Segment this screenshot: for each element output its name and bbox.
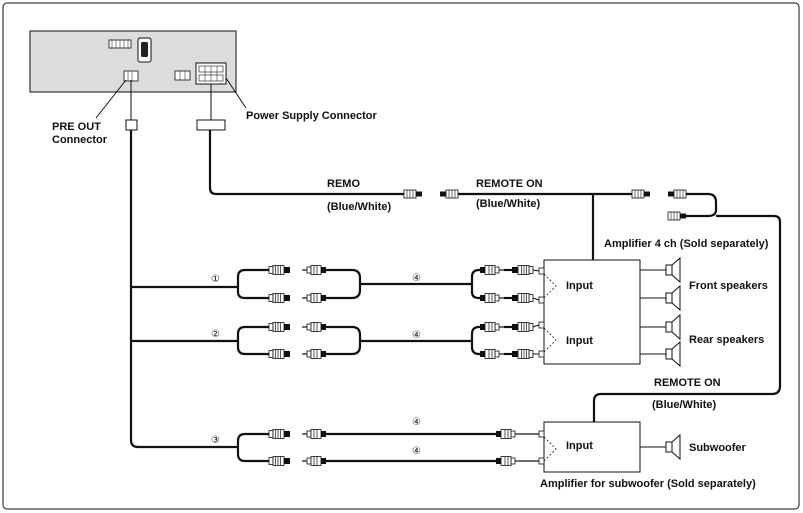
- amp-sub-caption: Amplifier for subwoofer (Sold separately…: [540, 478, 756, 490]
- remote-on-label-1: REMOTE ON: [476, 178, 543, 190]
- remo-label: REMO: [327, 178, 360, 190]
- remote-on-connector: [439, 189, 459, 199]
- amp-link-connector-3: [667, 211, 687, 221]
- marker-4-front: ④: [412, 273, 421, 284]
- marker-4-sub-1: ④: [412, 417, 421, 428]
- rear-speaker-right: [665, 341, 681, 367]
- subwoofer-label: Subwoofer: [689, 442, 747, 454]
- marker-1: ①: [211, 274, 220, 285]
- rca-run-front: [236, 264, 540, 304]
- amplifier-4ch: [538, 259, 641, 365]
- amp4-input-label-1: Input: [566, 280, 593, 292]
- rear-speaker-wiring: [640, 314, 681, 367]
- rear-speaker-left: [665, 314, 681, 340]
- front-speaker-right: [665, 285, 681, 311]
- amp-sub-input-label: Input: [566, 440, 593, 452]
- marker-4-rear: ④: [412, 330, 421, 341]
- remote-on-wire-2: [592, 214, 782, 422]
- rca-run-rear: [236, 321, 540, 360]
- amp-link-wire: [686, 192, 718, 218]
- pre-out-callout-line: [95, 79, 127, 119]
- remo-connector: [403, 189, 423, 199]
- rear-speakers-label: Rear speakers: [689, 334, 764, 346]
- amp4-input-label-2: Input: [566, 335, 593, 347]
- rca-run-subwoofer: [236, 428, 539, 467]
- marker-4-sub-2: ④: [412, 446, 421, 457]
- front-speakers-label: Front speakers: [689, 280, 768, 292]
- subwoofer-speaker: [665, 434, 681, 460]
- power-supply-label: Power Supply Connector: [246, 110, 378, 122]
- pre-out-label-line1: PRE OUT: [52, 121, 101, 133]
- power-callout-line: [225, 77, 247, 109]
- pre-out-label-line2: Connector: [52, 134, 108, 146]
- amp4-caption: Amplifier 4 ch (Sold separately): [604, 238, 769, 250]
- remote-on-color-label-1: (Blue/White): [476, 198, 540, 210]
- remote-on-label-2: REMOTE ON: [654, 377, 721, 389]
- pre-out-connector-port: [123, 70, 139, 82]
- amp-link-connector-2: [667, 189, 687, 199]
- front-speaker-left: [665, 257, 681, 283]
- subwoofer-wiring: [640, 434, 681, 460]
- marker-2: ②: [211, 329, 220, 340]
- power-supply-cable: [196, 84, 404, 196]
- amplifier-subwoofer: [538, 421, 641, 473]
- head-unit-port-3: [174, 70, 191, 81]
- remote-on-color-label-2: (Blue/White): [652, 399, 716, 411]
- head-unit: [29, 30, 237, 93]
- front-speaker-wiring: [640, 257, 681, 311]
- remo-color-label: (Blue/White): [327, 201, 391, 213]
- marker-3: ③: [211, 435, 220, 446]
- amp-link-connector-1: [631, 189, 651, 199]
- pre-out-cable: [125, 80, 238, 449]
